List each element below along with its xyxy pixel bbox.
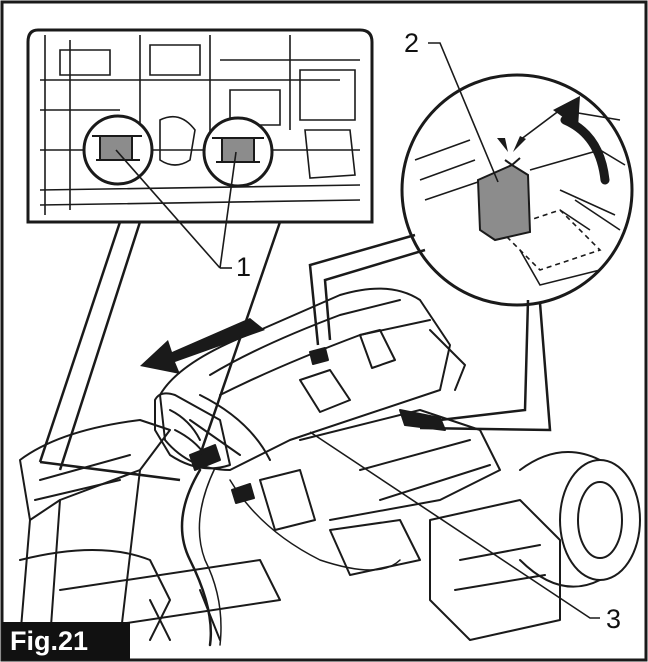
inset-right-projection	[308, 233, 552, 432]
callout-2-number: 2	[404, 28, 420, 58]
curved-arrow-icon	[553, 96, 610, 185]
figure-label: Fig.21	[2, 622, 130, 660]
inset-left-projection	[38, 221, 282, 482]
callout-1-number: 1	[236, 252, 252, 282]
release-tab	[476, 163, 532, 242]
callout-2-leader	[428, 42, 499, 183]
inset-detail-right	[400, 73, 634, 307]
callout-3-leader	[309, 431, 600, 619]
callout-1-leaders	[115, 149, 237, 269]
machine-illustration	[19, 287, 641, 647]
callout-3-number: 3	[606, 604, 622, 634]
arrow-left-down-icon	[140, 318, 265, 374]
press-indicator-icon	[497, 136, 526, 152]
inset-detail-left	[26, 28, 374, 224]
